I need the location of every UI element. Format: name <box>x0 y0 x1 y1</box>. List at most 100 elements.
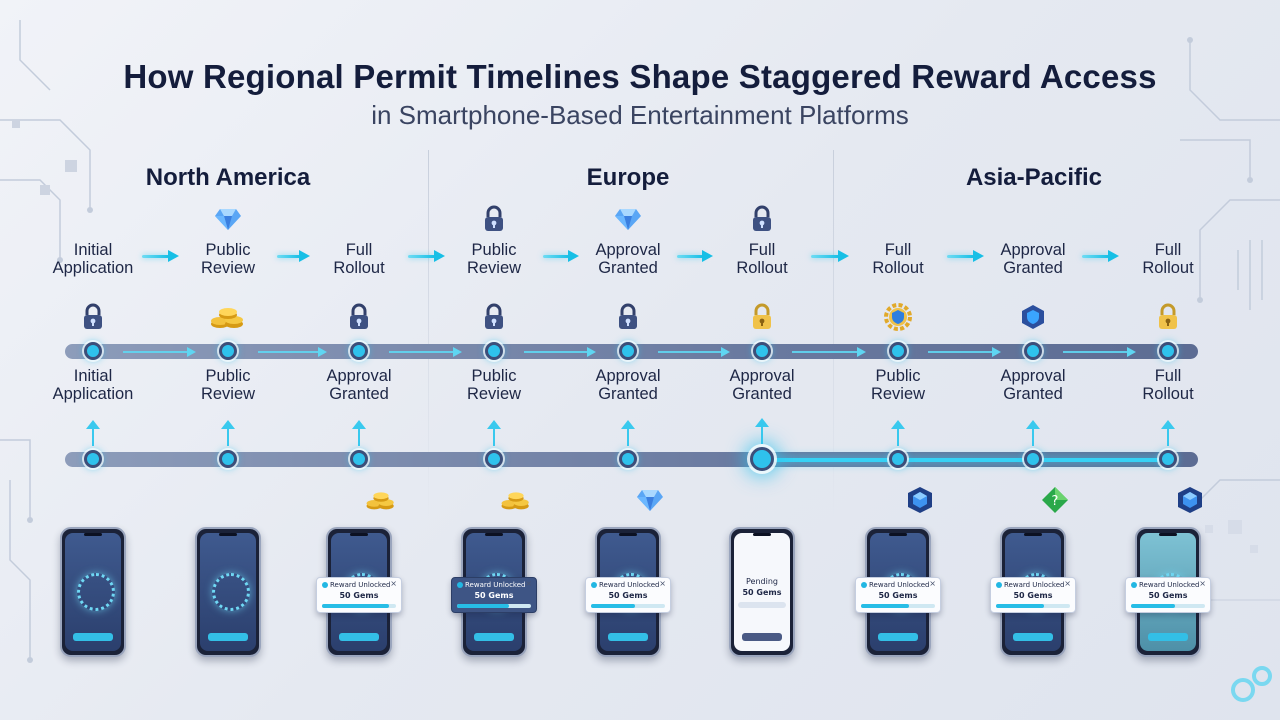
check-icon <box>996 582 1002 588</box>
reward-popup: Reward Unlocked×50 Gems <box>855 577 941 613</box>
label-line: Public <box>875 367 921 385</box>
label-line: Granted <box>598 259 658 277</box>
reward-progress-bar <box>861 604 935 608</box>
label-line: Public <box>205 241 251 259</box>
timeline-node <box>619 342 637 360</box>
phone-screen <box>200 533 256 651</box>
check-icon <box>1131 582 1137 588</box>
label-line: Full <box>884 241 912 259</box>
flow-arrow <box>543 248 579 264</box>
reward-popup-title-text: Reward Unlocked <box>1004 581 1065 589</box>
reward-popup-title-text: Reward Unlocked <box>1139 581 1200 589</box>
label-line: Initial <box>73 367 113 385</box>
reward-progress-bar <box>322 604 396 608</box>
phone-notch <box>350 533 368 536</box>
label-line: Full <box>1154 241 1182 259</box>
phone-button <box>608 633 648 641</box>
up-arrow <box>221 420 235 446</box>
pending-bar <box>738 602 786 608</box>
up-arrow <box>1161 420 1175 446</box>
up-arrow <box>755 418 769 444</box>
circuit-line <box>0 439 31 520</box>
track-arrow <box>792 346 866 358</box>
gear-shield-icon <box>883 302 913 332</box>
phone-notch <box>219 533 237 536</box>
track-arrow-head <box>721 347 730 357</box>
reward-track-glow <box>762 458 1168 462</box>
circuit-ring <box>1231 678 1255 702</box>
smartphone <box>729 527 795 657</box>
arrow-shaft <box>1082 255 1109 258</box>
label-line: Application <box>52 385 134 403</box>
circuit-dot <box>27 517 33 523</box>
check-icon <box>591 582 597 588</box>
smartphone <box>60 527 126 657</box>
track-arrow <box>389 346 462 358</box>
label-line: Public <box>471 367 517 385</box>
track-arrow <box>123 346 196 358</box>
lock-icon <box>479 204 509 234</box>
reward-progress-bar <box>996 604 1070 608</box>
circuit-dot <box>27 657 33 663</box>
reward-node <box>1159 450 1177 468</box>
track-arrow <box>524 346 596 358</box>
reward-node <box>350 450 368 468</box>
phone-screen <box>65 533 121 651</box>
track-arrow <box>658 346 730 358</box>
circuit-line <box>0 119 91 210</box>
phone-button <box>474 633 514 641</box>
timeline-node <box>485 342 503 360</box>
coins-icon <box>364 486 398 514</box>
reward-progress-bar <box>1131 604 1205 608</box>
reward-node <box>1024 450 1042 468</box>
flow-arrow <box>277 248 310 264</box>
label-line: Granted <box>1003 385 1063 403</box>
label-line: Initial <box>73 241 113 259</box>
up-arrow-shaft <box>227 428 229 446</box>
up-arrow-head <box>891 420 905 429</box>
up-arrow-shaft <box>1032 428 1034 446</box>
close-icon: × <box>525 579 532 588</box>
track-arrow-shaft <box>389 351 454 353</box>
reward-progress-fill <box>996 604 1045 608</box>
reward-progress-fill <box>322 604 389 608</box>
gold-lock-icon <box>747 302 777 332</box>
phone-notch <box>1024 533 1042 536</box>
label-line: Granted <box>329 385 389 403</box>
arrow-shaft <box>277 255 300 258</box>
circuit-dot <box>1197 297 1203 303</box>
phone-notch <box>619 533 637 536</box>
up-arrow-shaft <box>897 428 899 446</box>
region-north-america: North America <box>145 164 311 191</box>
up-arrow-shaft <box>493 428 495 446</box>
region-divider <box>428 150 429 520</box>
timeline-node <box>753 342 771 360</box>
up-arrow <box>621 420 635 446</box>
circuit-dot <box>1187 37 1193 43</box>
phone-button <box>73 633 113 641</box>
circuit-line <box>1199 199 1280 300</box>
timeline-node <box>889 342 907 360</box>
track-arrow-head <box>857 347 866 357</box>
reward-popup: Reward Unlocked×50 Gems <box>990 577 1076 613</box>
reward-popup-value: 50 Gems <box>1148 591 1188 600</box>
label-line: Granted <box>1003 259 1063 277</box>
flow-arrow <box>947 248 984 264</box>
label-line: Review <box>466 259 522 277</box>
track-arrow-head <box>587 347 596 357</box>
label-line: Rollout <box>736 259 788 277</box>
arrow-head <box>434 250 445 262</box>
gold-lock-icon <box>1153 302 1183 332</box>
label-line: Approval <box>1000 367 1066 385</box>
track-arrow <box>258 346 327 358</box>
arrow-shaft <box>543 255 569 258</box>
phone-notch <box>889 533 907 536</box>
label-line: Granted <box>598 385 658 403</box>
timeline-node <box>350 342 368 360</box>
up-arrow <box>352 420 366 446</box>
